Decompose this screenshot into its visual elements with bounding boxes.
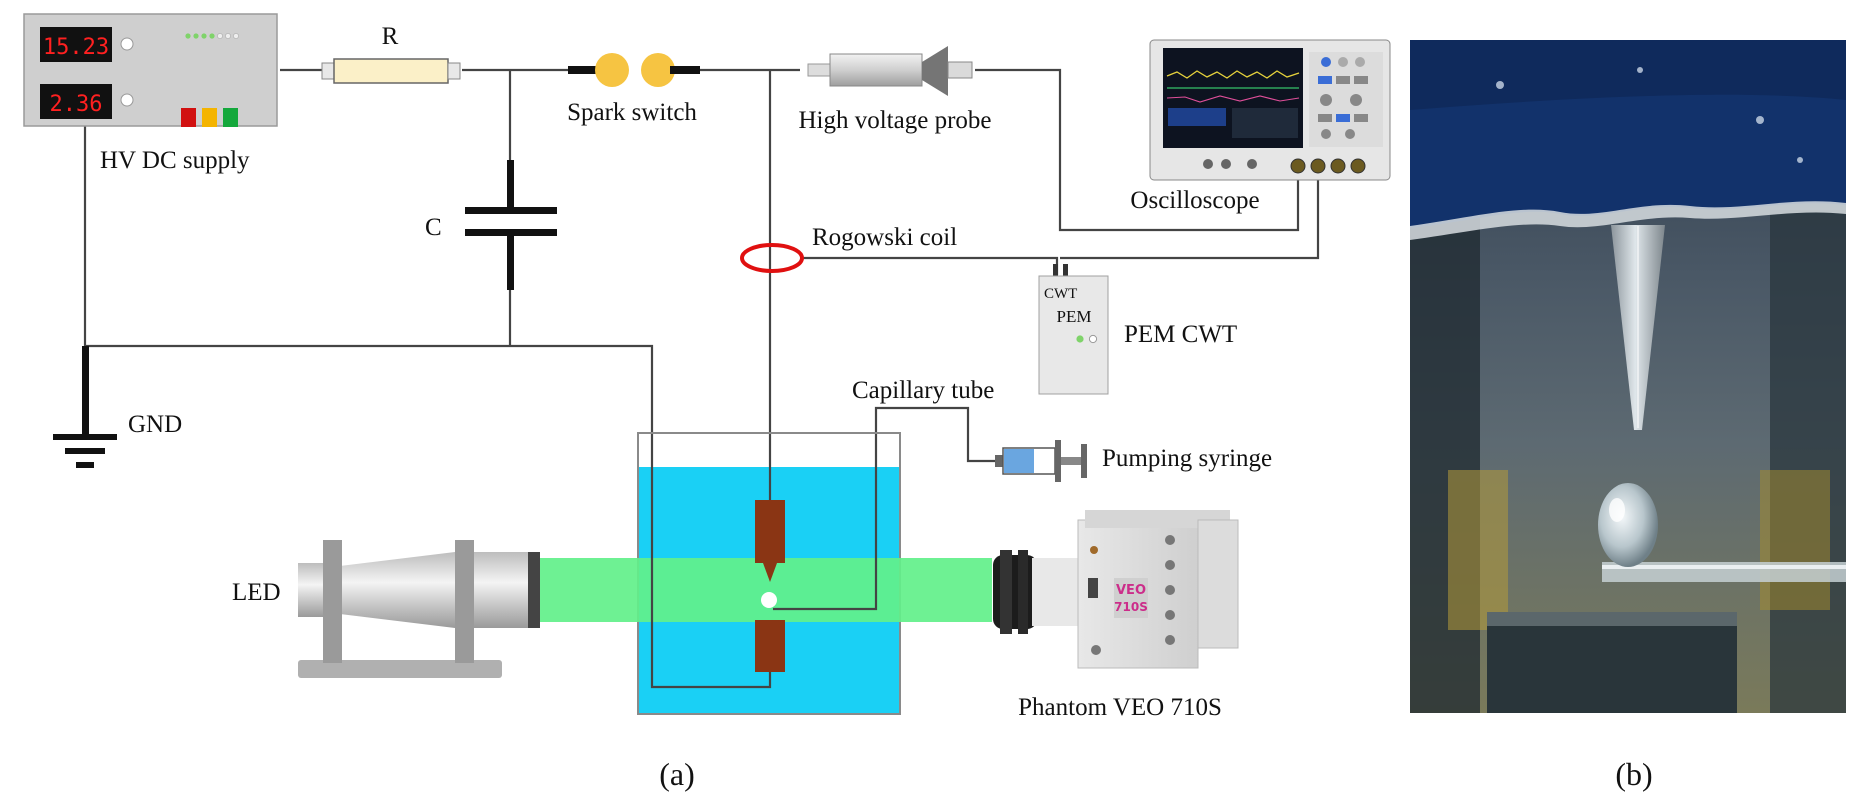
label-hv-dc-supply: HV DC supply: [100, 147, 250, 174]
label-spark-switch: Spark switch: [567, 99, 697, 126]
camera-connectors: [1088, 535, 1175, 655]
label-high-voltage-probe: High voltage probe: [798, 107, 991, 134]
capacitor: [465, 160, 557, 290]
hv-button-green: [223, 108, 238, 127]
spark-switch: [568, 53, 700, 87]
resistor: [321, 58, 461, 84]
high-speed-camera: VEO 710S: [993, 510, 1239, 669]
hv-knob-bottom: [120, 93, 134, 107]
hv-knob-top: [120, 37, 134, 51]
label-capacitor: C: [425, 214, 442, 241]
camera-badge-number: 710S: [1114, 600, 1148, 614]
upper-electrode: [755, 500, 785, 563]
bubble: [761, 592, 777, 608]
label-resistor: R: [382, 23, 399, 50]
photo-panel-b: [1410, 40, 1846, 713]
lower-electrode: [755, 620, 785, 672]
tank-wires: [650, 467, 878, 689]
oscilloscope-knobs: [1318, 57, 1368, 139]
hv-dc-supply: 15.23 2.36: [23, 13, 278, 127]
label-oscilloscope: Oscilloscope: [1130, 187, 1259, 214]
hv-button-yellow: [202, 108, 217, 127]
label-pem-cwt: PEM CWT: [1124, 321, 1237, 348]
label-pumping-syringe: Pumping syringe: [1102, 445, 1272, 472]
oscilloscope-inputs: [1203, 158, 1366, 174]
label-gnd: GND: [128, 411, 182, 438]
oscilloscope: [1149, 39, 1391, 181]
photo-lower-electrode: [1487, 620, 1737, 713]
label-pem-device: PEM: [1057, 307, 1092, 326]
photo-bubble: [1598, 483, 1658, 567]
pumping-syringe: [995, 440, 1087, 482]
label-capillary-tube: Capillary tube: [852, 377, 994, 404]
hv-display-bottom: 2.36: [50, 92, 103, 117]
panel-label-b: (b): [1615, 756, 1652, 792]
rogowski-coil: [740, 243, 804, 273]
led-light-source: [298, 540, 540, 678]
ground-symbol: [53, 346, 117, 468]
label-pem-small: CWT: [1044, 286, 1077, 302]
label-led: LED: [232, 579, 281, 606]
hv-display-top: 15.23: [43, 35, 109, 60]
hv-button-red: [181, 108, 196, 127]
hv-indicator-leds: [185, 33, 239, 39]
electrodes: [755, 500, 785, 672]
label-rogowski-coil: Rogowski coil: [812, 224, 957, 251]
high-voltage-probe: [807, 46, 973, 96]
label-camera: Phantom VEO 710S: [1018, 694, 1222, 721]
camera-badge-model: VEO: [1116, 583, 1146, 598]
pem-cwt-device: [1038, 264, 1109, 395]
panel-label-a: (a): [659, 756, 695, 792]
